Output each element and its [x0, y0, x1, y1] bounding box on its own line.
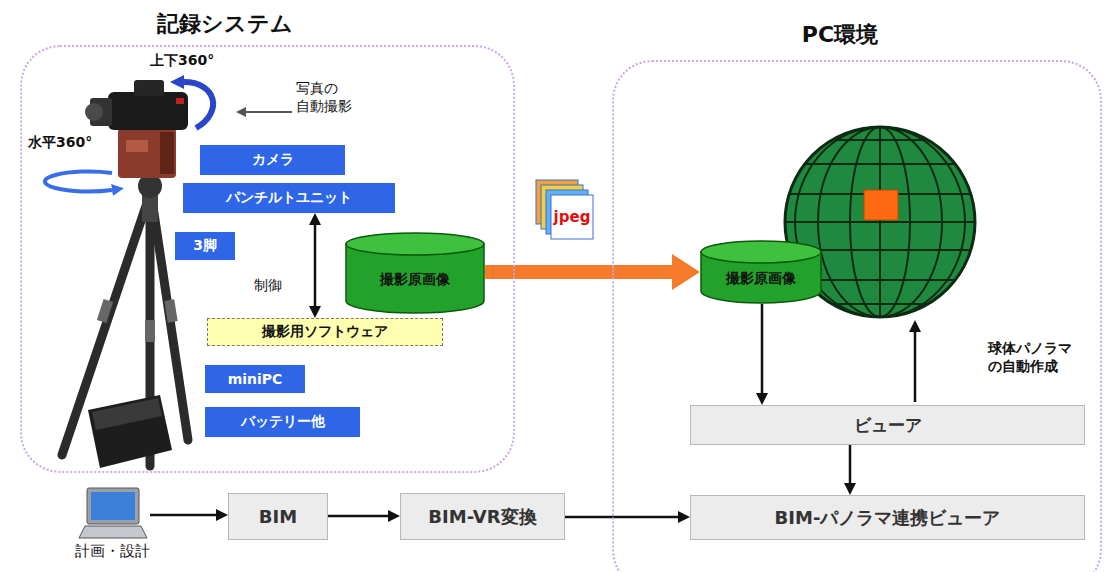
- node-text: BIM-パノラマ連携ビューア: [775, 506, 1001, 530]
- connector-arrow: [761, 304, 764, 393]
- rotation-label: 水平360°: [28, 134, 92, 152]
- part-box: バッテリー他: [205, 407, 360, 437]
- viewer-box: BIM-パノラマ連携ビューア: [690, 495, 1085, 540]
- node-text: BIM-VR変換: [428, 505, 536, 529]
- node-text: ビューア: [854, 414, 922, 437]
- connector-arrow: [150, 514, 216, 517]
- sphere-globe: [780, 163, 980, 165]
- node-text: 計画・設計: [75, 542, 150, 561]
- region-heading-holder: PC環境: [802, 20, 878, 50]
- part-box: 3脚: [175, 232, 235, 260]
- connector-arrow: [314, 225, 317, 306]
- node-text: カメラ: [252, 151, 294, 169]
- capture-arrow: [246, 111, 292, 113]
- sphere-globe: [780, 303, 980, 305]
- pan-tilt-photo: [118, 128, 176, 178]
- camera-photo: [85, 103, 103, 121]
- laptop-picture: [91, 492, 135, 520]
- part-box: miniPC: [205, 365, 305, 393]
- sphere-globe: [780, 221, 980, 223]
- mini-pc-photo: [92, 398, 162, 430]
- pan-tilt-photo: [118, 128, 176, 178]
- sphere-globe: [780, 139, 980, 141]
- jpeg-icon: [536, 180, 593, 239]
- file-type-label: jpeg: [551, 208, 593, 226]
- pan-tilt-photo: [126, 140, 148, 152]
- process-box: BIM-VR変換: [400, 493, 565, 540]
- pc-region: 撮影原画像ビューアBIM-パノラマ連携ビューアPC環境: [612, 60, 1102, 572]
- software-box: 撮影用ソフトウェア: [207, 318, 443, 346]
- label-holder: jpeg: [551, 208, 593, 226]
- note-label: 球体パノラマ の自動作成: [988, 340, 1078, 376]
- node-text: 撮影原画像: [726, 270, 796, 288]
- mini-pc-photo: [88, 395, 172, 468]
- part-box: パンチルトユニット: [183, 183, 395, 213]
- jpeg-icon: [551, 195, 593, 239]
- mini-pc-photo: [88, 395, 172, 468]
- tilt-arrow: [184, 82, 213, 128]
- camera-photo: [134, 80, 164, 96]
- label-holder: 水平360°: [28, 134, 92, 152]
- tripod-photo: [97, 299, 113, 323]
- note-label: 写真の 自動撮影: [296, 80, 356, 116]
- rotation-label: 上下360°: [150, 52, 214, 70]
- connector-arrow: [849, 445, 852, 483]
- connector-arrow: [565, 516, 678, 519]
- region-heading-holder: 記録システム: [157, 9, 293, 39]
- tripod-photo: [164, 299, 177, 322]
- node-text: バッテリー他: [241, 413, 325, 431]
- laptop-picture: [77, 484, 149, 542]
- cylinder-shape: [701, 241, 821, 263]
- node-text: 撮影原画像: [380, 271, 450, 289]
- node-text: miniPC: [228, 371, 283, 387]
- process-box: BIM: [228, 493, 328, 540]
- label-holder: 写真の 自動撮影: [296, 80, 356, 116]
- edge-label: 制御: [252, 277, 284, 295]
- sphere-globe: [864, 190, 898, 220]
- node-text: 撮影用ソフトウェア: [262, 323, 388, 341]
- camera-photo: [85, 80, 188, 130]
- system-region: カメラパンチルトユニット 3脚撮影原画像撮影用ソフトウェア miniPC バッテリー他…: [20, 45, 515, 473]
- sphere-create-arrow: [914, 332, 917, 402]
- connector-arrow: [328, 515, 388, 518]
- storage-cylinder: 撮影原画像: [700, 240, 822, 304]
- label-holder: 上下360°: [150, 52, 214, 70]
- tripod-photo: [62, 174, 188, 466]
- pan-tilt-photo: [160, 132, 174, 174]
- node-text: 3脚: [193, 237, 217, 255]
- label-holder: 球体パノラマ の自動作成: [988, 340, 1078, 376]
- node-text: BIM: [259, 506, 297, 527]
- camera-photo: [108, 92, 188, 130]
- laptop-picture: [79, 526, 147, 538]
- tripod-photo: [145, 320, 155, 342]
- laptop-icon: 計画・設計: [75, 484, 150, 561]
- edge-label-holder: 制御: [252, 277, 284, 295]
- laptop-picture: [87, 488, 139, 524]
- region-heading: PC環境: [802, 22, 878, 47]
- part-box: カメラ: [200, 145, 345, 175]
- camera-photo: [176, 98, 184, 104]
- storage-cylinder: 撮影原画像: [345, 232, 485, 314]
- cylinder-shape: [346, 233, 484, 255]
- region-heading: 記録システム: [157, 11, 293, 36]
- node-text: パンチルトユニット: [226, 189, 352, 207]
- pan-arrow: [45, 172, 112, 192]
- viewer-box: ビューア: [690, 405, 1085, 445]
